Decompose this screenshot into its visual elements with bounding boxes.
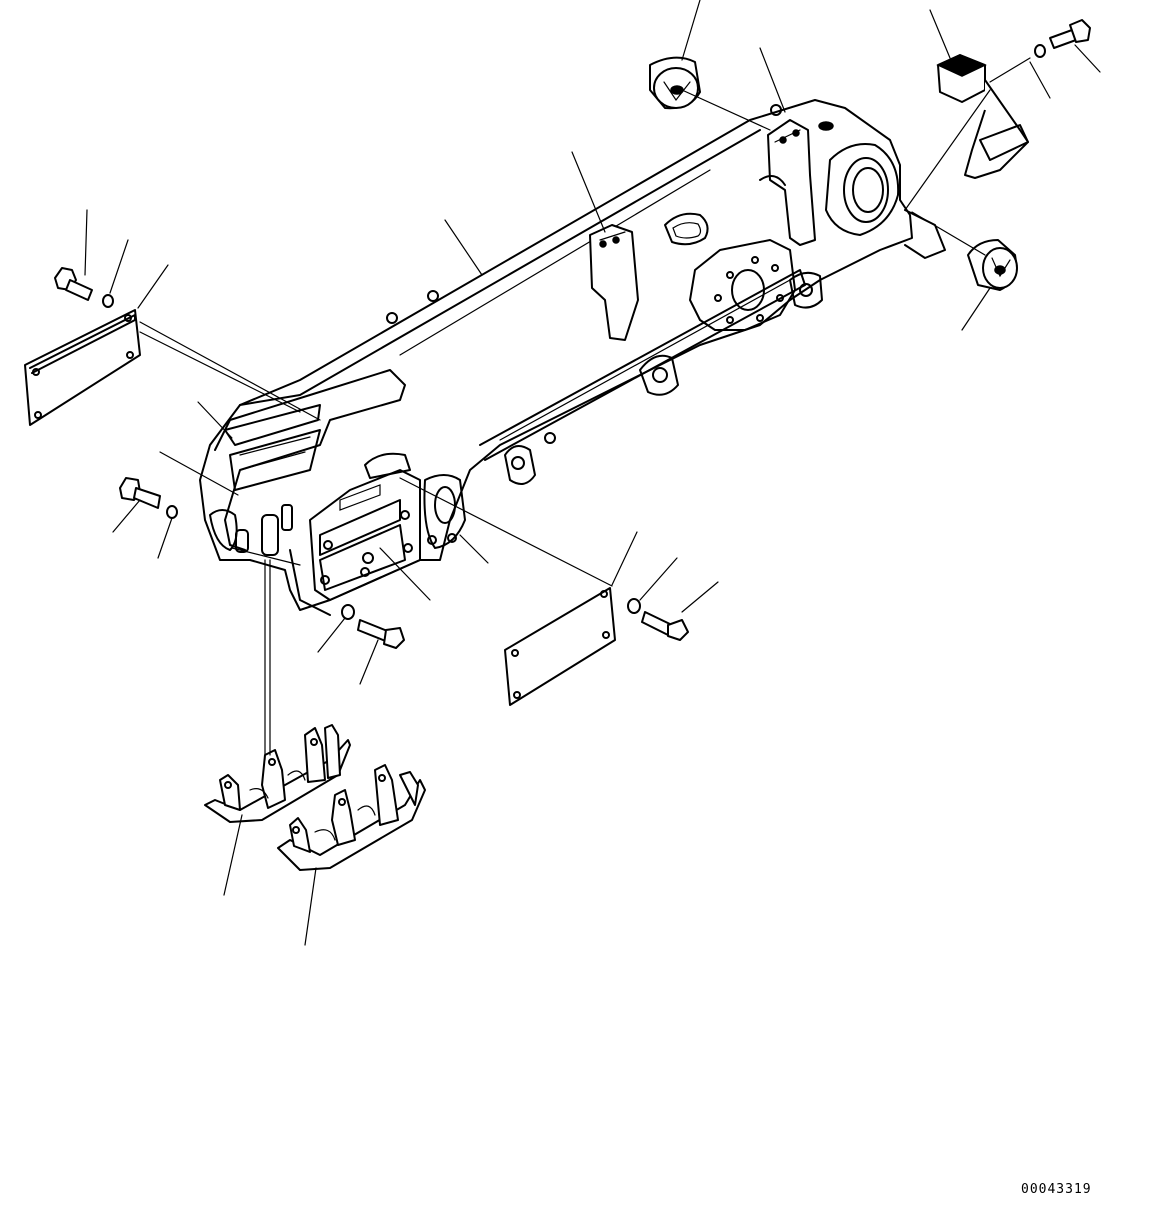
cover-plate-right (504, 587, 616, 706)
drawing-number: 00043319 (1021, 1182, 1092, 1197)
rubber-pad-top (649, 56, 701, 110)
track-guard-upper (204, 724, 351, 823)
bolt-right-lower (627, 598, 689, 641)
bolt-top-right (1034, 19, 1091, 58)
bolt-left-middle (119, 477, 178, 519)
bolt-center-lower (341, 604, 405, 649)
mounting-bracket (936, 54, 1029, 179)
rubber-pad-right (967, 239, 1018, 291)
track-frame (199, 99, 946, 616)
bolt-left-upper (54, 267, 114, 308)
leader-lines (84, 0, 1101, 946)
cover-plate-left (24, 309, 141, 426)
track-guard-lower (277, 764, 426, 871)
